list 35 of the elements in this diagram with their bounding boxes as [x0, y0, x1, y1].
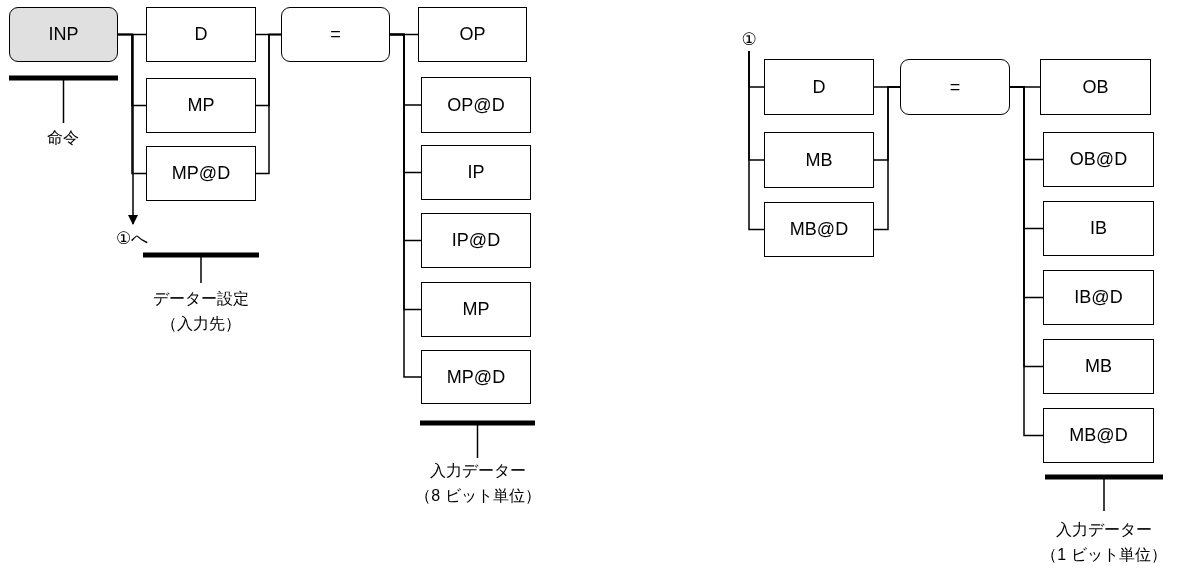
operand-box: OP@D	[421, 77, 531, 133]
connector-line	[748, 50, 765, 231]
operand-box: IP	[421, 145, 531, 200]
command-box: INP	[9, 7, 118, 62]
operand-box: MB	[1043, 339, 1154, 394]
operand-box: MB@D	[764, 202, 874, 257]
operand-box: MP	[421, 282, 531, 337]
operand-box: OB@D	[1043, 132, 1154, 187]
connector-line	[389, 33, 422, 378]
operator-box: =	[281, 7, 390, 62]
operand-box: MP	[146, 78, 256, 133]
operand-box: OB	[1040, 59, 1151, 115]
reference-mark: ①	[736, 27, 762, 51]
annotation-text: （入力先）	[161, 314, 241, 334]
operand-box: OP	[418, 7, 527, 62]
connector-line	[255, 33, 282, 175]
connector-line	[873, 86, 901, 231]
operand-box: D	[146, 7, 256, 62]
arrow	[117, 33, 138, 225]
operator-box: =	[900, 59, 1010, 115]
annotation-text: （1 ビット単位）	[1041, 545, 1167, 565]
reference-mark: ①へ	[106, 226, 158, 250]
operand-box: IB	[1043, 201, 1154, 256]
operand-box: MP@D	[146, 146, 256, 201]
operand-box: MB@D	[1043, 408, 1154, 463]
operand-box: D	[764, 59, 874, 115]
annotation-text: 入力データー	[430, 461, 526, 481]
annotation-text: 入力データー	[1056, 520, 1152, 540]
annotation-text: データー設定	[153, 289, 249, 309]
annotation-text: （8 ビット単位）	[415, 486, 541, 506]
annotation-text: 命令	[47, 128, 79, 148]
operand-box: IP@D	[421, 213, 531, 268]
operand-box: MB	[764, 132, 874, 188]
operand-box: MP@D	[421, 350, 531, 404]
operand-box: IB@D	[1043, 270, 1154, 325]
